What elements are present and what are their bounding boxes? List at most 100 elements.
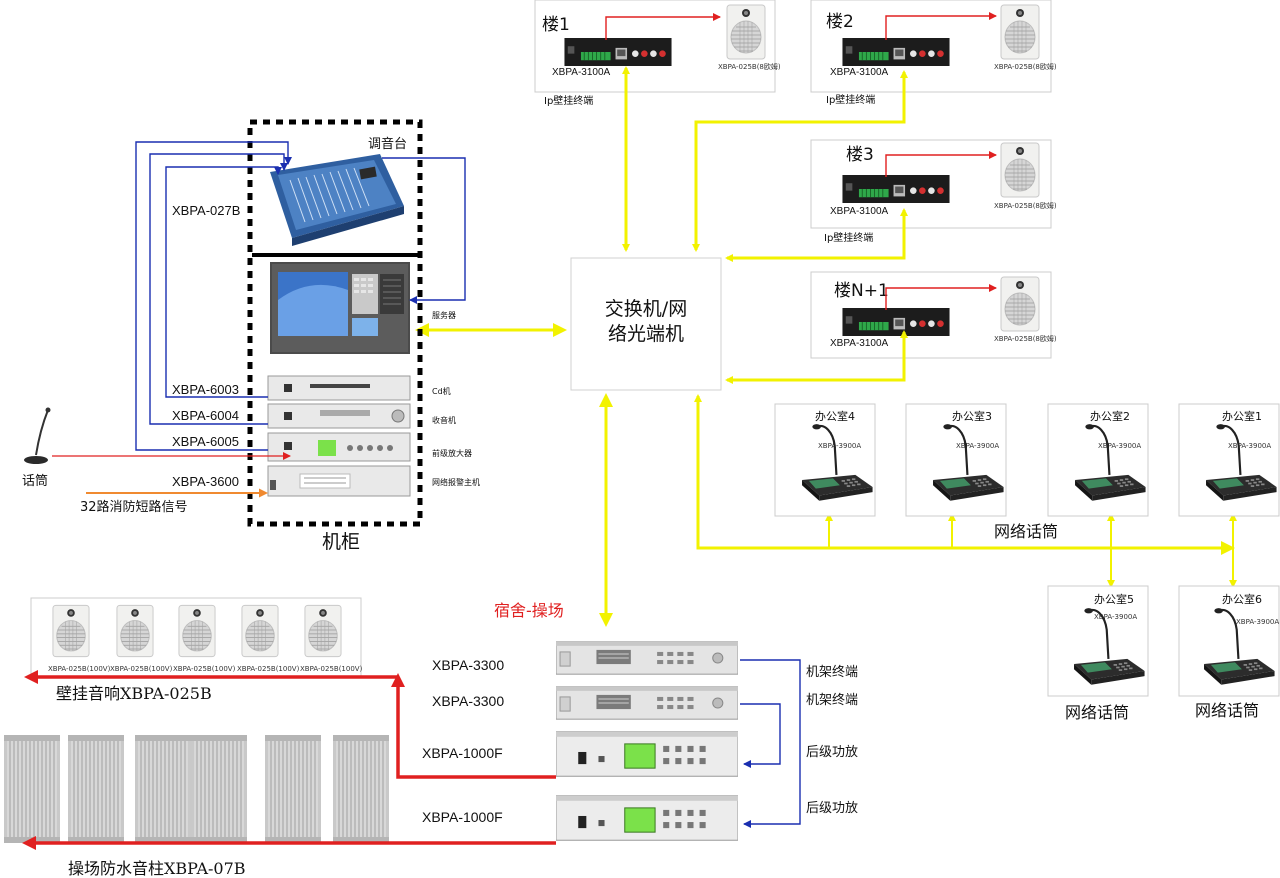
- dorm-rack-model-3: XBPA-1000F: [422, 809, 503, 825]
- rack-3300-b: [556, 686, 738, 720]
- building-3-model: XBPA-3100A: [830, 206, 889, 217]
- rack-cd: [267, 375, 411, 401]
- row-model-0: XBPA-6003: [172, 382, 239, 397]
- column-speakers-label: 操场防水音柱XBPA-07B: [68, 859, 246, 878]
- building-1: 楼1 XBPA-3100A XBPA-025B(8欧姆) Ip壁挂终端: [534, 0, 781, 107]
- dorm-rack-model-2: XBPA-1000F: [422, 745, 503, 761]
- column-speaker-icon-6: [333, 735, 389, 843]
- row-model-2: XBPA-6005: [172, 434, 239, 449]
- wire-cd-mixer: [165, 166, 282, 398]
- office-6-model: XBPA-3900A: [1236, 618, 1279, 626]
- building-n-name: 楼N+1: [834, 281, 889, 301]
- amp-a-riser: [391, 673, 556, 779]
- link-switch-bn: [725, 330, 908, 384]
- office-1-name: 办公室1: [1222, 409, 1262, 423]
- dorm-rack-model-1: XBPA-3300: [432, 693, 504, 709]
- office-2: 办公室2 XBPA-3900A: [1047, 403, 1149, 517]
- cabinet-wiring: [135, 141, 466, 451]
- office-1-model: XBPA-3900A: [1228, 442, 1271, 450]
- mixer-label: 调音台: [368, 136, 407, 152]
- wall-speaker-caption-1: XBPA-025B(100V): [48, 665, 111, 673]
- building-2-terminal: [841, 38, 951, 66]
- cabinet-border: [247, 119, 423, 527]
- dorm-rack-model-0: XBPA-3300: [432, 657, 504, 673]
- link-switch-offices: [694, 394, 1235, 555]
- wall-speaker-caption-4: XBPA-025B(100V): [237, 665, 300, 673]
- column-speaker-icon-4: [191, 735, 247, 843]
- row-desc-3: 网络报警主机: [432, 477, 480, 487]
- wire-3300a-1000fb: [740, 659, 801, 828]
- server-device: [270, 262, 410, 354]
- wire-radio-mixer: [149, 153, 288, 425]
- office-1: 办公室1 XBPA-3900A: [1178, 403, 1280, 517]
- office-3-model: XBPA-3900A: [956, 442, 999, 450]
- wall-speaker-icon-4: [241, 604, 279, 658]
- building-1-speaker-model: XBPA-025B(8欧姆): [718, 62, 781, 71]
- row-model-3: XBPA-3600: [172, 474, 239, 489]
- network-mic-label-top: 网络话筒: [994, 522, 1058, 541]
- building-3-name: 楼3: [846, 145, 874, 165]
- rack-1000f-a: [556, 731, 738, 777]
- building-2-speaker-icon: [1000, 4, 1040, 60]
- amp-output-lines: [22, 670, 556, 850]
- rack-preamp: [267, 432, 411, 462]
- building-n-speaker-model: XBPA-025B(8欧姆): [994, 334, 1057, 343]
- mixer-device: [270, 154, 404, 246]
- office-4-name: 办公室4: [815, 409, 855, 423]
- office-4: 办公室4 XBPA-3900A: [774, 403, 876, 517]
- building-3-speaker-icon: [1000, 142, 1040, 198]
- rack-radio: [267, 403, 411, 429]
- wire-3300b-1000fa: [740, 703, 781, 768]
- wire-preamp-mixer: [135, 141, 292, 451]
- building-1-name: 楼1: [542, 15, 570, 35]
- building-1-terminal: [563, 38, 673, 66]
- rack-1000f-b: [556, 795, 738, 841]
- office-5-name: 办公室5: [1094, 592, 1134, 606]
- switch-label-line2: 络光端机: [608, 323, 684, 345]
- cabinet: 调音台 机柜 服务器: [172, 119, 480, 553]
- switch-label-line1: 交换机/网: [605, 298, 687, 320]
- wall-speaker-icon-1: [52, 604, 90, 658]
- building-2-speaker-model: XBPA-025B(8欧姆): [994, 62, 1057, 71]
- dorm-rack-desc-3: 后级功放: [806, 801, 858, 816]
- fire-signal-label: 32路消防短路信号: [80, 499, 188, 515]
- dorm-rack-desc-1: 机架终端: [806, 692, 858, 708]
- network-mic-label-5: 网络话筒: [1065, 703, 1129, 722]
- building-3-speaker-model: XBPA-025B(8欧姆): [994, 201, 1057, 210]
- dorm-rack-desc-2: 后级功放: [806, 745, 858, 760]
- building-2-caption: Ip壁挂终端: [826, 93, 875, 106]
- link-switch-b3: [725, 208, 908, 262]
- link-switch-b2: [692, 70, 908, 252]
- column-speaker-icon-2: [68, 735, 124, 843]
- building-3-terminal: [841, 175, 951, 203]
- server-label: 服务器: [432, 310, 456, 320]
- wire-mixer-server: [382, 157, 466, 304]
- office-2-model: XBPA-3900A: [1098, 442, 1141, 450]
- dorm-wiring: [740, 659, 801, 828]
- network-mic-label-6: 网络话筒: [1195, 701, 1259, 720]
- wall-speaker-caption-5: XBPA-025B(100V): [300, 665, 363, 673]
- cabinet-label: 机柜: [322, 531, 360, 553]
- network-switch: 交换机/网 络光端机: [570, 257, 722, 391]
- wall-speaker-icon-2: [116, 604, 154, 658]
- building-1-caption: Ip壁挂终端: [544, 94, 593, 107]
- wall-speaker-caption-3: XBPA-025B(100V): [173, 665, 236, 673]
- wired-microphone: 话筒: [22, 407, 51, 489]
- switch-box: [570, 257, 722, 391]
- mic-label: 话筒: [22, 473, 48, 489]
- row-model-1: XBPA-6004: [172, 408, 239, 423]
- building-n-speaker-icon: [1000, 276, 1040, 332]
- building-3-caption: Ip壁挂终端: [824, 231, 873, 244]
- red-link-b1: [605, 13, 721, 40]
- wall-speakers-label: 壁挂音响XBPA-025B: [56, 684, 212, 703]
- network-links: [415, 66, 1237, 627]
- mixer-model: XBPA-027B: [172, 203, 240, 218]
- building-1-model: XBPA-3100A: [552, 67, 611, 78]
- column-speakers: [4, 735, 389, 843]
- building-n-plus-1: 楼N+1 XBPA-3100A XBPA-025B(8欧姆): [810, 271, 1057, 359]
- column-speaker-icon-3: [135, 735, 191, 843]
- row-desc-2: 前级放大器: [432, 448, 472, 458]
- dorm-rack-desc-0: 机架终端: [806, 664, 858, 680]
- row-desc-0: Cd机: [432, 386, 451, 396]
